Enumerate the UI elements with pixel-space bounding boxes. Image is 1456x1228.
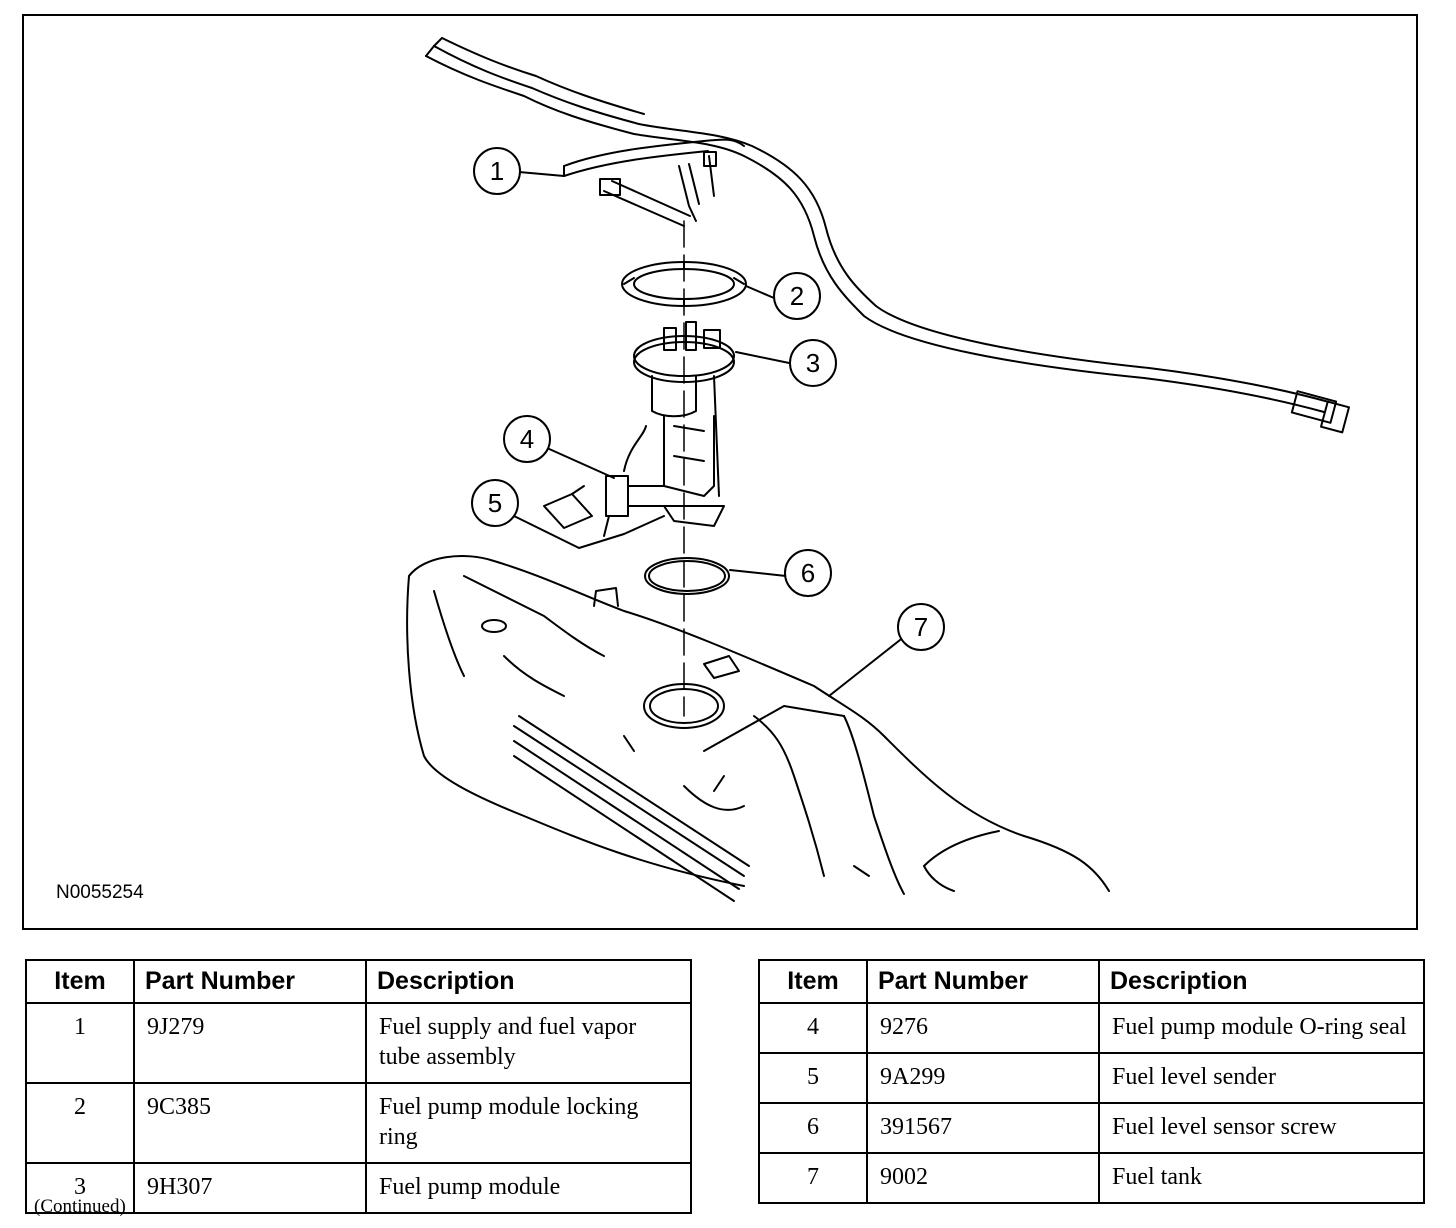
cell-part-number: 391567 (866, 1102, 1100, 1154)
header-description: Description (365, 959, 692, 1004)
cell-description: Fuel level sensor screw (1098, 1102, 1425, 1154)
exploded-view-figure: 1 2 3 4 5 6 7 N0055254 (22, 14, 1418, 930)
figure-code: N0055254 (56, 882, 144, 903)
header-part-number: Part Number (866, 959, 1100, 1004)
cell-description: Fuel level sender (1098, 1052, 1425, 1104)
header-item: Item (25, 959, 135, 1004)
callout-label-1: 1 (490, 156, 504, 186)
header-item: Item (758, 959, 868, 1004)
table-header-row: Item Part Number Description (758, 959, 1425, 1004)
cell-description: Fuel pump module (365, 1162, 692, 1214)
parts-table-right: Item Part Number Description 4 9276 Fuel… (758, 959, 1425, 1204)
cell-item: 3 (25, 1162, 135, 1214)
table-row: 7 9002 Fuel tank (758, 1152, 1425, 1204)
continued-note: (Continued) (34, 1196, 126, 1217)
table-header-row: Item Part Number Description (25, 959, 692, 1004)
callout-circle-4 (503, 415, 551, 463)
fuel-tube-assembly (425, 37, 1350, 434)
cell-part-number: 9H307 (133, 1162, 367, 1214)
cell-description: Fuel pump module locking ring (365, 1082, 692, 1164)
callout-label-4: 4 (520, 424, 534, 454)
parts-table-left: Item Part Number Description 1 9J279 Fue… (25, 959, 692, 1214)
locking-ring (621, 261, 747, 307)
callout-circle-2 (773, 272, 821, 320)
callout-circle-1 (473, 147, 521, 195)
callout-label-6: 6 (801, 558, 815, 588)
header-description: Description (1098, 959, 1425, 1004)
callout-circle-7 (897, 603, 945, 651)
cell-item: 2 (25, 1082, 135, 1164)
cell-description: Fuel tank (1098, 1152, 1425, 1204)
callout-label-3: 3 (806, 348, 820, 378)
table-row: 6 391567 Fuel level sensor screw (758, 1102, 1425, 1154)
cell-part-number: 9J279 (133, 1002, 367, 1084)
fuel-pump-module (633, 321, 735, 527)
callout-label-5: 5 (488, 488, 502, 518)
cell-item: 1 (25, 1002, 135, 1084)
cell-part-number: 9276 (866, 1002, 1100, 1054)
fuel-level-sender (543, 425, 665, 537)
header-part-number: Part Number (133, 959, 367, 1004)
table-row: 4 9276 Fuel pump module O-ring seal (758, 1002, 1425, 1054)
cell-item: 6 (758, 1102, 868, 1154)
callout-circle-6 (784, 549, 832, 597)
cell-part-number: 9002 (866, 1152, 1100, 1204)
fuel-system-illustration: 1 2 3 4 5 6 7 (406, 37, 1350, 902)
table-row: 2 9C385 Fuel pump module locking ring (25, 1082, 692, 1164)
cell-part-number: 9A299 (866, 1052, 1100, 1104)
callout-circle-5 (471, 479, 519, 527)
callout-circle-3 (789, 339, 837, 387)
cell-description: Fuel supply and fuel vapor tube assembly (365, 1002, 692, 1084)
cell-item: 5 (758, 1052, 868, 1104)
cell-item: 4 (758, 1002, 868, 1054)
cell-item: 7 (758, 1152, 868, 1204)
callout-label-2: 2 (790, 281, 804, 311)
callout-label-7: 7 (914, 612, 928, 642)
cell-part-number: 9C385 (133, 1082, 367, 1164)
table-row: 3 9H307 Fuel pump module (25, 1162, 692, 1214)
table-row: 1 9J279 Fuel supply and fuel vapor tube … (25, 1002, 692, 1084)
cell-description: Fuel pump module O-ring seal (1098, 1002, 1425, 1054)
fuel-tank (406, 555, 1110, 902)
table-row: 5 9A299 Fuel level sender (758, 1052, 1425, 1104)
o-ring-seal (644, 557, 730, 595)
